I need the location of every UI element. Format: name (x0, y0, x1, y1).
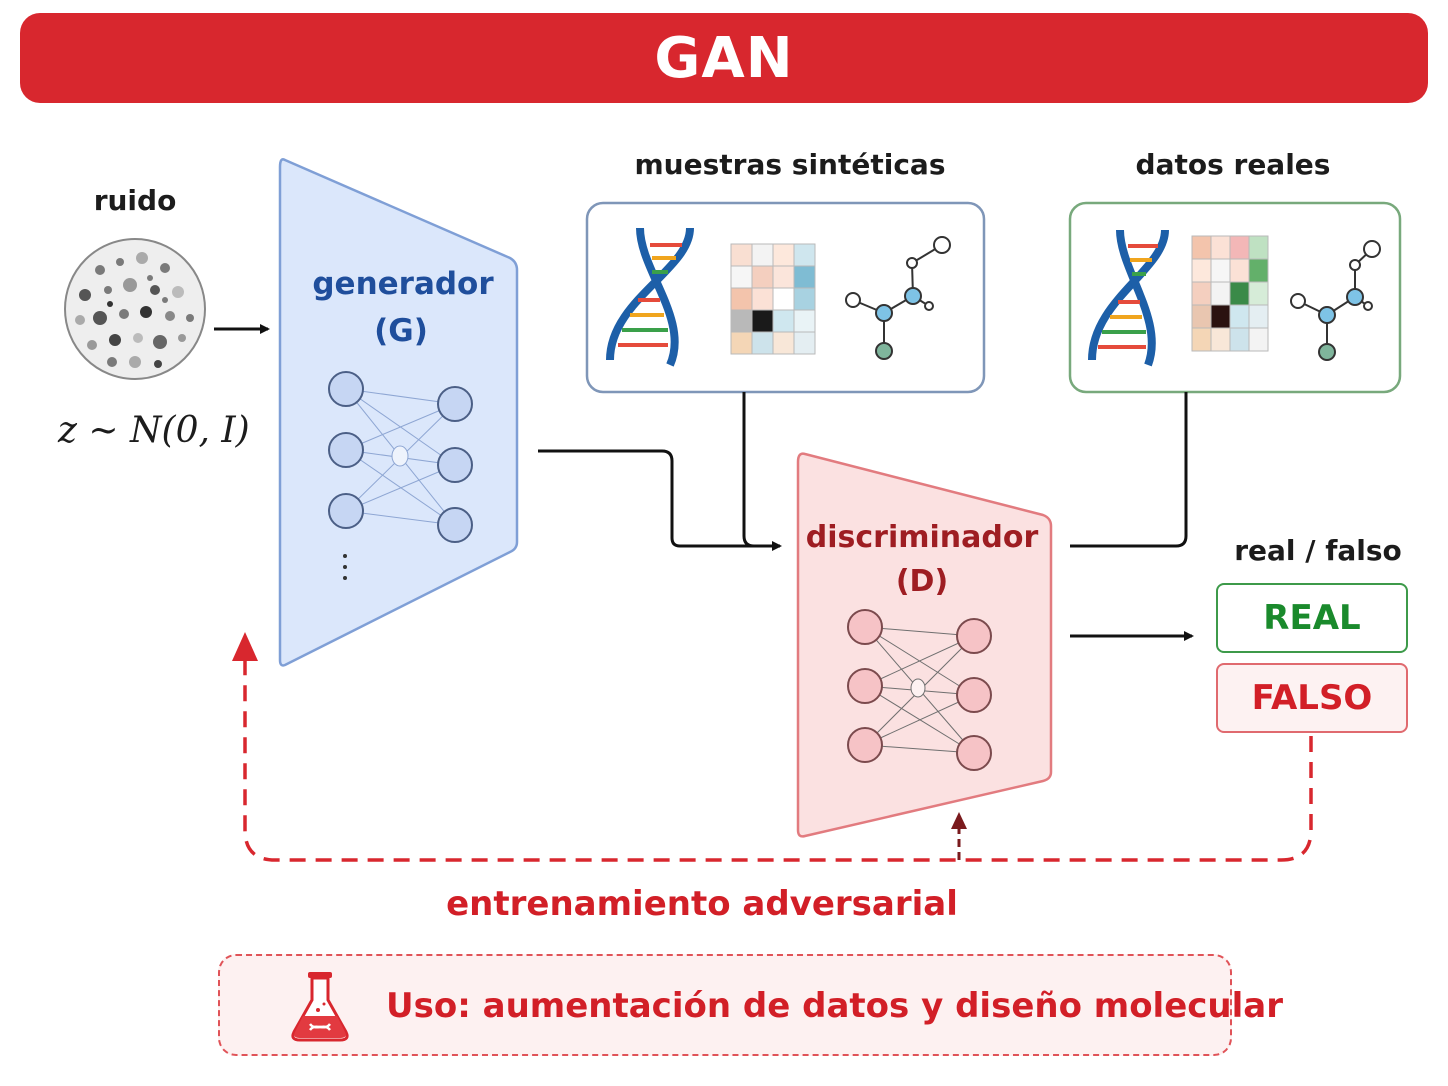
output-real-box: REAL (1216, 583, 1408, 653)
heatmap-icon (730, 243, 816, 355)
discriminator-neurons (847, 609, 992, 771)
feedback-arrowhead-generator (232, 632, 258, 661)
output-label: real / falso (1234, 534, 1402, 567)
heatmap-icon (1191, 235, 1269, 352)
page-title: GAN (654, 25, 794, 91)
output-fake-label: FALSO (1251, 678, 1373, 718)
generator-network-icon (345, 388, 456, 526)
molecule-icon (1290, 240, 1381, 361)
synthetic-samples-label: muestras sintéticas (634, 148, 946, 181)
usage-text: Uso: aumentación de datos y diseño molec… (386, 986, 1283, 1026)
adversarial-training-label: entrenamiento adversarial (446, 884, 958, 924)
output-real-label: REAL (1263, 598, 1361, 638)
real-to-discriminator-line (1070, 392, 1188, 548)
noise-formula: z ~ N(0, I) (58, 410, 250, 451)
feedback-arrowhead-discriminator (951, 812, 967, 829)
flask-icon (291, 972, 349, 1042)
noise-icon (64, 238, 206, 380)
discriminator-name: discriminador (805, 520, 1039, 555)
title-bar: GAN (20, 13, 1428, 103)
generator-symbol: (G) (374, 313, 428, 349)
generator-neurons (328, 371, 473, 543)
generator-block (278, 158, 519, 667)
generator-ellipsis-icon (343, 554, 347, 580)
discriminator-network-icon (864, 626, 975, 754)
synthetic-to-discriminator-line (742, 392, 755, 548)
adversarial-feedback-path (243, 660, 1313, 862)
discriminator-block (796, 452, 1053, 838)
generator-to-discriminator-arrow (538, 449, 782, 551)
dna-icon (1088, 229, 1169, 367)
generator-name: generador (312, 266, 494, 302)
molecule-icon (845, 236, 951, 360)
output-fake-box: FALSO (1216, 663, 1408, 733)
usage-box: Uso: aumentación de datos y diseño molec… (218, 954, 1283, 1056)
noise-label: ruido (93, 184, 177, 217)
dna-icon (606, 227, 694, 367)
discriminator-symbol: (D) (895, 564, 949, 599)
real-data-label: datos reales (1135, 148, 1331, 181)
